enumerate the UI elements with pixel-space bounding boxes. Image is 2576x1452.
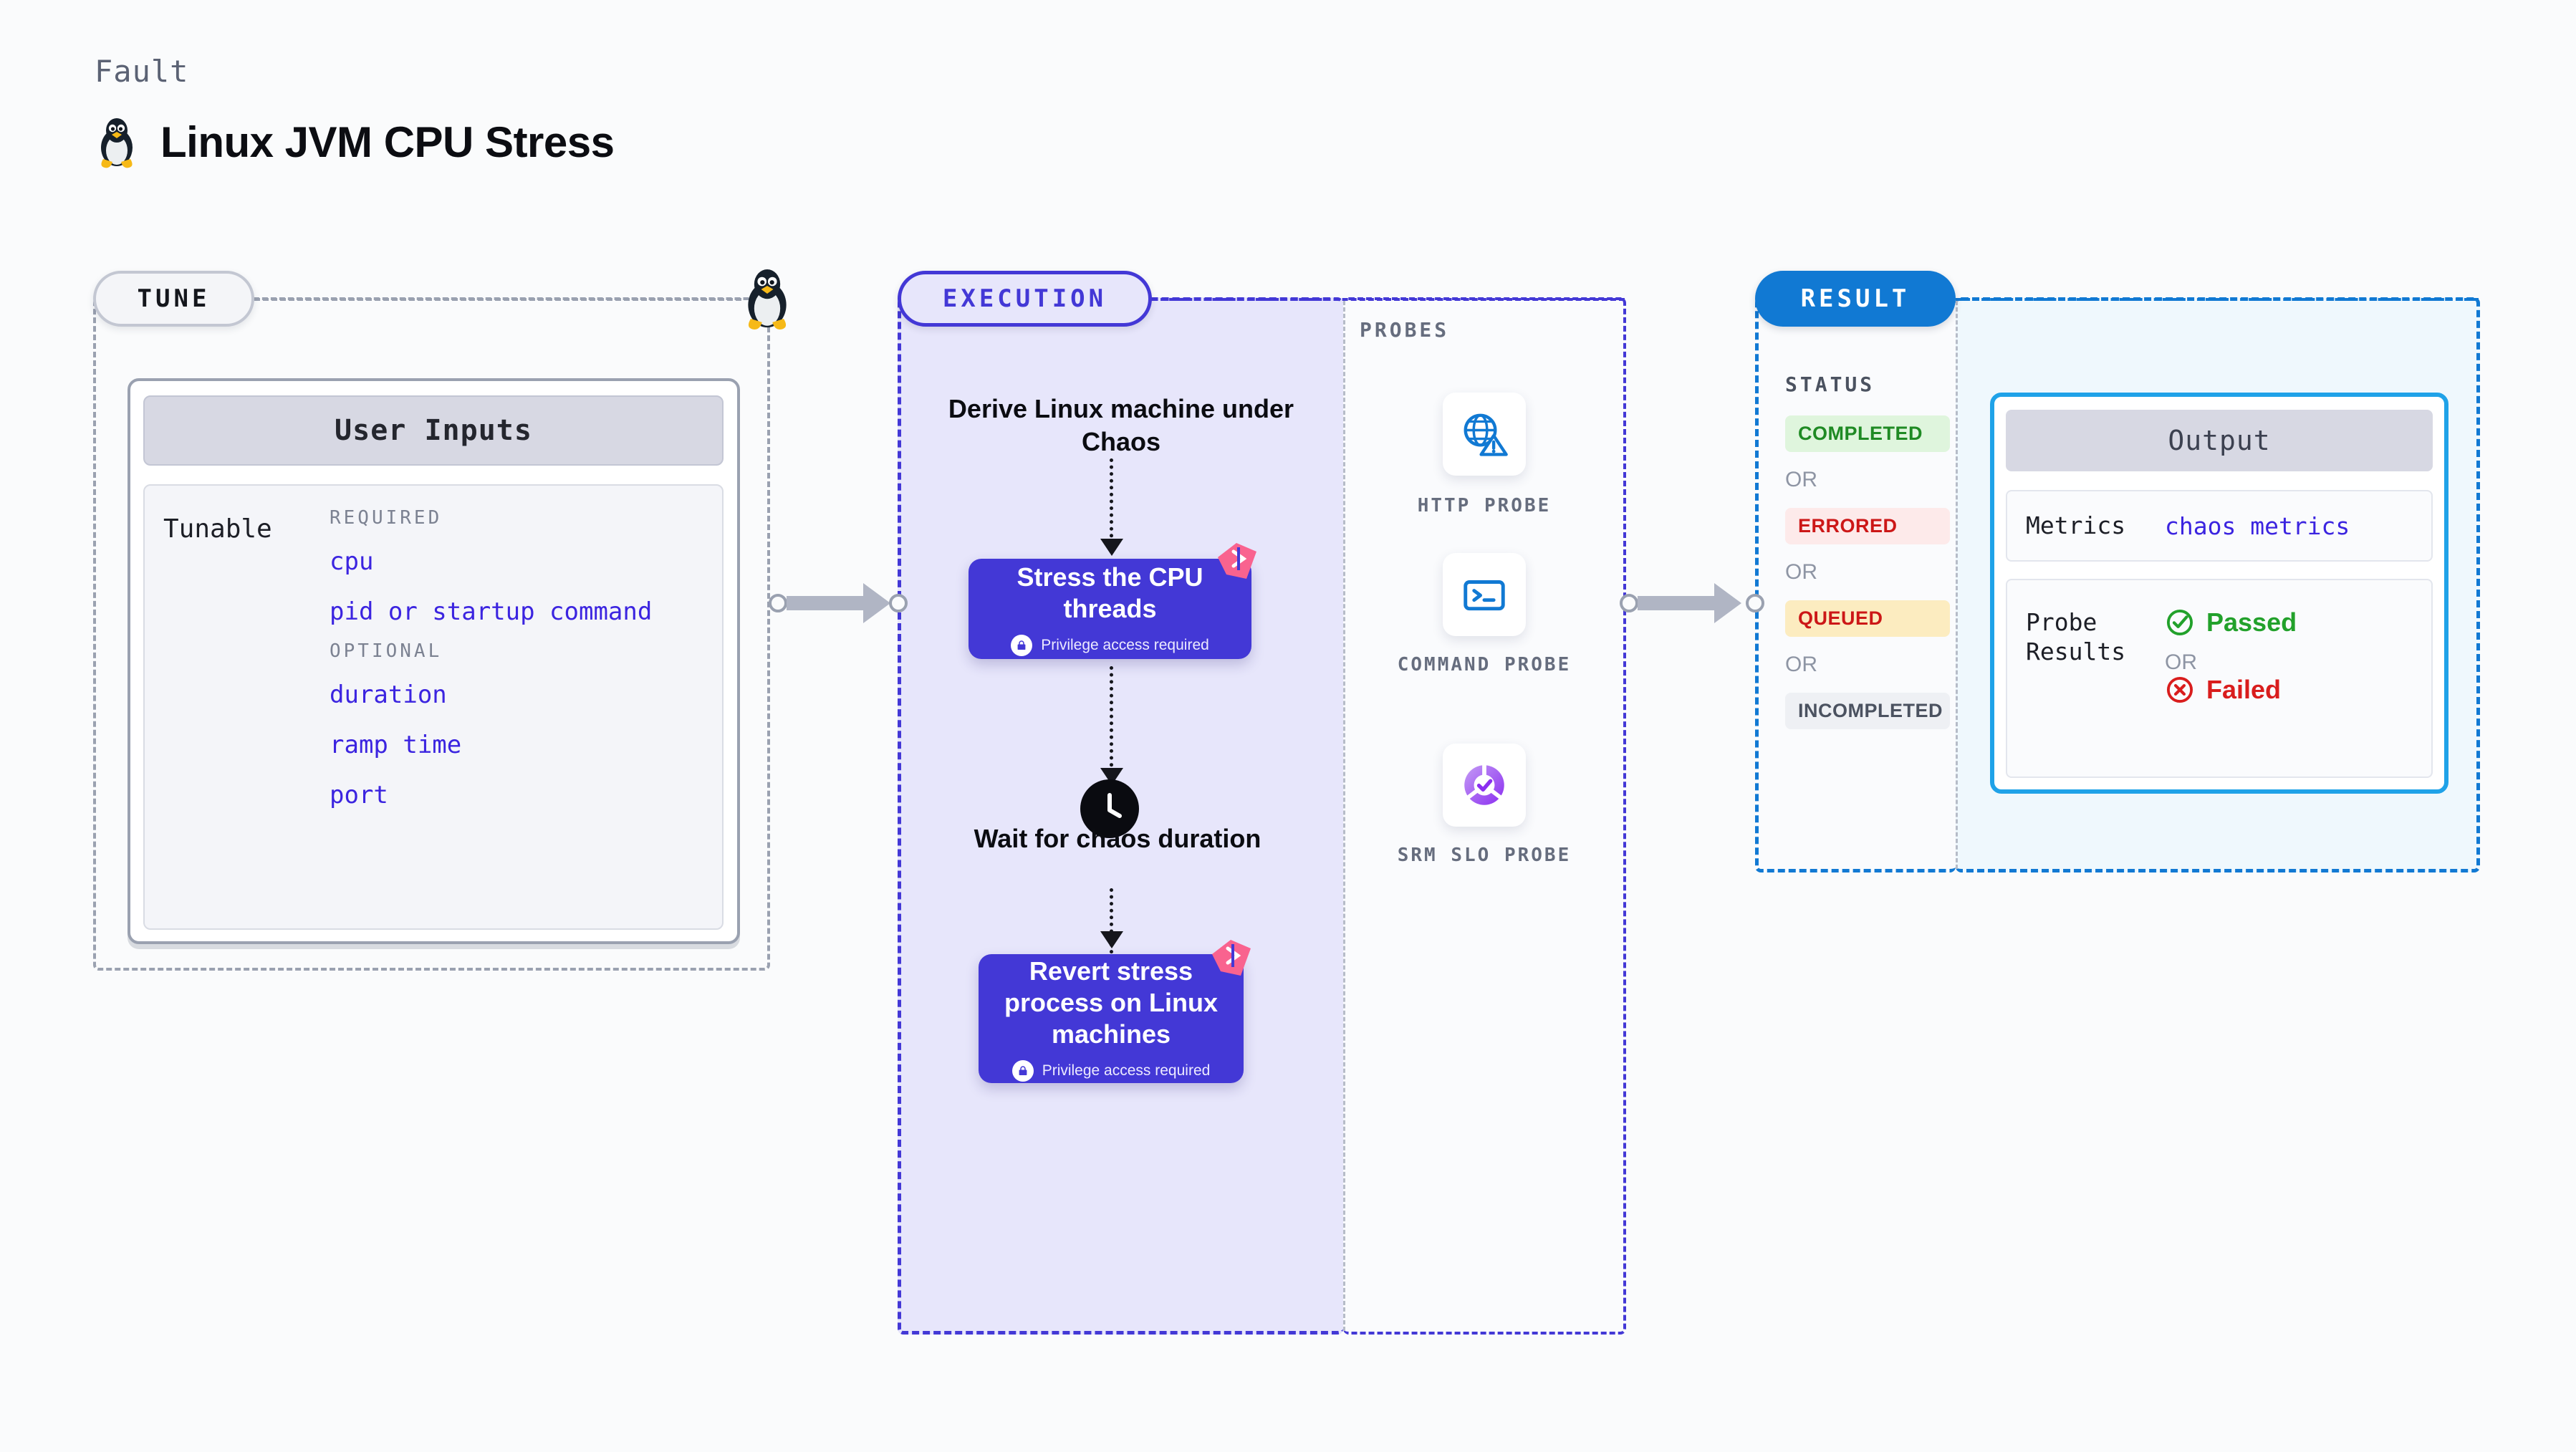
probe-tile-http[interactable] (1443, 393, 1526, 476)
probe-label-srm-slo: SRM SLO PROBE (1397, 845, 1572, 866)
status-title: STATUS (1785, 372, 1875, 396)
tune-chip[interactable]: TUNE (93, 271, 254, 327)
connector-dot (769, 594, 787, 612)
result-leader-line (1956, 298, 2479, 301)
result-chip[interactable]: RESULT (1755, 271, 1956, 327)
step-title: Stress the CPU threads (1017, 562, 1203, 623)
check-circle-icon (2166, 609, 2193, 636)
output-key-metrics: Metrics (2026, 511, 2126, 540)
clock-hands-icon (1107, 793, 1122, 818)
verdict-failed: Failed (2165, 675, 2297, 705)
tunable-list: REQUIRED cpu pid or startup command OPTI… (330, 507, 702, 831)
probe-verdicts: Passed OR Failed (2165, 607, 2297, 718)
group-heading-optional: OPTIONAL (330, 640, 443, 662)
flow-arrow-1-head (1100, 539, 1123, 556)
or-separator: OR (1785, 653, 1817, 676)
status-list: COMPLETED OR ERRORED OR QUEUED OR INCOMP… (1785, 415, 1950, 745)
probe-label-command: COMMAND PROBE (1397, 654, 1572, 675)
flow-arrow-3-head (1100, 931, 1123, 948)
connector-bar (1638, 596, 1716, 610)
verdict-label-failed: Failed (2206, 675, 2282, 704)
execution-step-wait: Wait for chaos duration (974, 824, 1261, 853)
probes-title: PROBES (1360, 318, 1450, 342)
or-separator: OR (1785, 560, 1817, 584)
output-row-probe-results: Probe Results Passed OR Failed (2006, 579, 2433, 778)
status-badge-queued: QUEUED (1785, 600, 1950, 637)
tunable-item[interactable]: duration (330, 681, 447, 709)
flow-arrow-2 (1110, 666, 1113, 774)
chaos-flag-icon (1212, 940, 1251, 976)
privilege-row: Privilege access required (1011, 634, 1209, 656)
lock-icon (1011, 1059, 1034, 1082)
output-key-probe-results: Probe Results (2026, 608, 2126, 666)
status-badge-incompleted: INCOMPLETED (1785, 693, 1950, 729)
page-title: Linux JVM CPU Stress (160, 117, 615, 166)
step-title: Revert stress process on Linux machines (1004, 956, 1219, 1049)
connector-arrowhead (1714, 583, 1741, 623)
chaos-flag-icon (1218, 543, 1256, 579)
or-separator: OR (1785, 468, 1817, 491)
tunable-item[interactable]: pid or startup command (330, 597, 653, 626)
status-badge-completed: COMPLETED (1785, 415, 1950, 452)
connector-dot (1620, 594, 1638, 612)
slo-donut-check-icon (1464, 763, 1504, 805)
output-row-metrics: Metrics chaos metrics (2006, 490, 2433, 562)
privilege-text: Privilege access required (1041, 636, 1209, 653)
lock-icon (1011, 634, 1033, 656)
connector-bar (787, 596, 865, 610)
probe-tile-srm-slo[interactable] (1443, 744, 1526, 827)
flow-arrow-1 (1110, 458, 1113, 544)
tune-leader-line (254, 298, 741, 301)
execution-leader-line (1152, 298, 1625, 301)
privilege-text: Privilege access required (1042, 1062, 1211, 1079)
globe-warning-icon (1464, 413, 1508, 456)
linux-penguin-icon (101, 118, 133, 168)
probes-divider (1343, 301, 1345, 1331)
group-heading-required: REQUIRED (330, 507, 443, 529)
status-badge-errored: ERRORED (1785, 508, 1950, 544)
connector-arrowhead (863, 583, 890, 623)
probe-label-http: HTTP PROBE (1417, 495, 1552, 516)
tunable-box (143, 484, 724, 930)
execution-step-derive: Derive Linux machine under Chaos (948, 394, 1294, 457)
verdict-label-passed: Passed (2206, 607, 2297, 637)
x-circle-icon (2166, 676, 2193, 703)
execution-chip[interactable]: EXECUTION (898, 271, 1152, 327)
verdict-passed: Passed (2165, 607, 2297, 638)
tunable-item[interactable]: cpu (330, 547, 374, 576)
connector-dot (889, 594, 908, 612)
or-separator: OR (2165, 650, 2197, 674)
probe-tile-command[interactable] (1443, 553, 1526, 636)
execution-step-stress-cpu[interactable]: Stress the CPU threads Privilege access … (969, 559, 1251, 659)
execution-step-revert-stress[interactable]: Revert stress process on Linux machines … (979, 954, 1244, 1083)
output-header: Output (2006, 410, 2433, 471)
privilege-row: Privilege access required (1011, 1059, 1211, 1082)
result-divider (1956, 301, 1958, 869)
tunable-row-label: Tunable (163, 514, 272, 544)
fault-kicker-label: Fault (95, 54, 189, 89)
user-inputs-header: User Inputs (143, 395, 724, 466)
page-title-row: Linux JVM CPU Stress (95, 115, 615, 169)
terminal-icon (1464, 580, 1505, 611)
linux-penguin-icon (748, 269, 787, 330)
tunable-item[interactable]: port (330, 781, 388, 809)
tunable-item[interactable]: ramp time (330, 731, 462, 759)
output-value-metrics[interactable]: chaos metrics (2165, 511, 2350, 540)
result-status-panel (1755, 297, 1956, 872)
connector-dot (1746, 594, 1764, 612)
